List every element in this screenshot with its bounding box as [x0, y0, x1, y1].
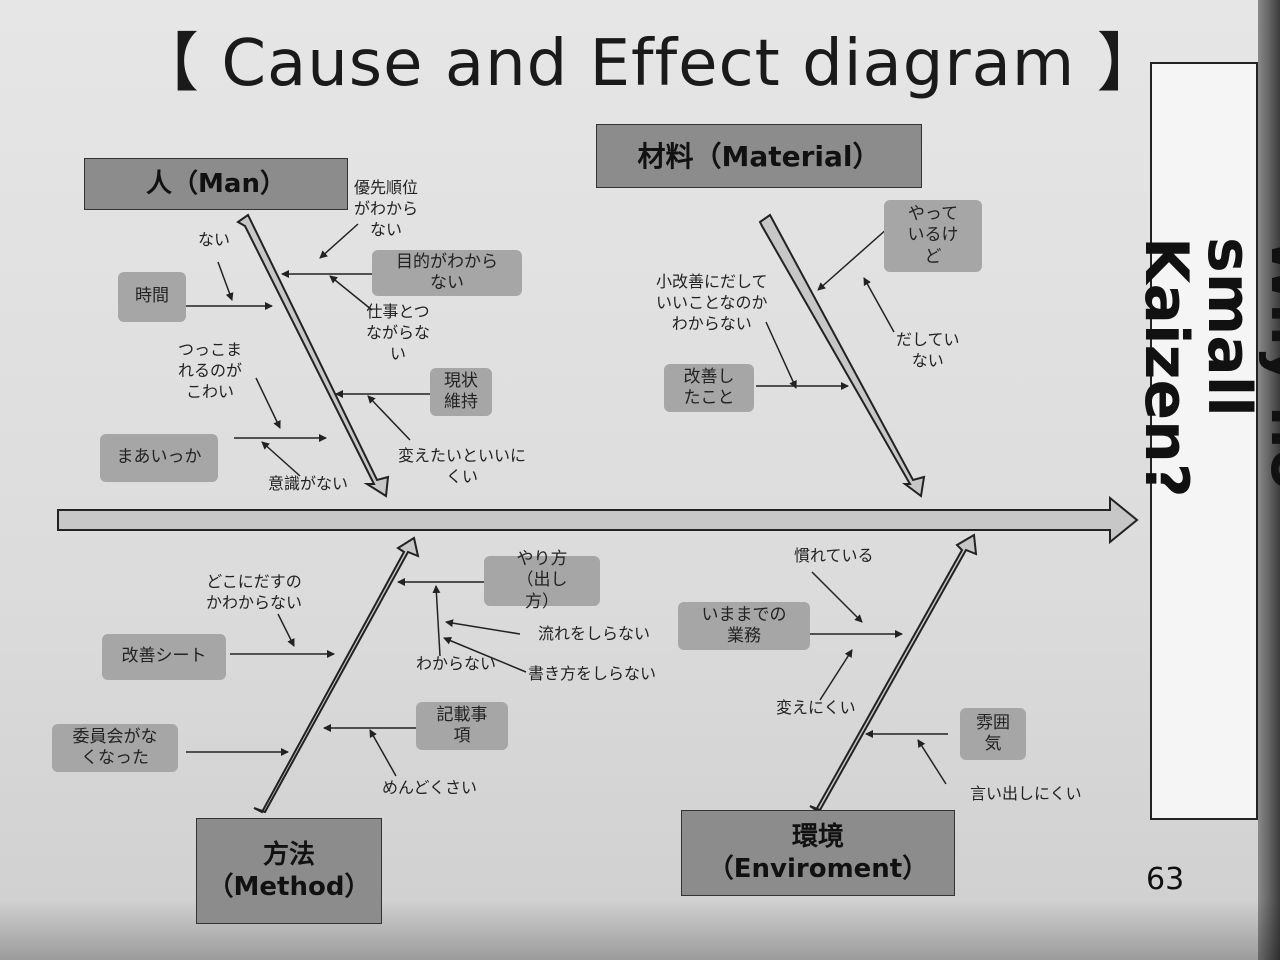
- note-dont-know-how-write: 書き方をしらない: [528, 664, 657, 683]
- cause-kaizen-sheet: 改善シート: [102, 634, 226, 680]
- category-environment: 環境 （Enviroment）: [681, 810, 955, 896]
- note-dont-know-flow: 流れをしらない: [538, 624, 651, 643]
- note-hard-to-speak: 言い出しにくい: [970, 784, 1082, 803]
- note-unknown-where: どこにだすの かわからない: [206, 572, 303, 612]
- bone-man: [236, 213, 390, 498]
- sub-arrows: [186, 223, 948, 785]
- diagram-title: 【 Cause and Effect diagram 】: [135, 27, 1162, 101]
- effect-text: Why no small Kaizen?: [1131, 237, 1280, 498]
- cause-current-work: いままでの 業務: [678, 602, 810, 650]
- page-number: 63: [1146, 862, 1185, 897]
- note-afraid-criticized: つっこま れるのが こわい: [178, 340, 243, 401]
- cause-status-quo: 現状 維持: [430, 368, 492, 416]
- cause-doing-but: やって いるけ ど: [884, 200, 982, 272]
- cause-improved-things: 改善し たこと: [664, 364, 754, 412]
- bone-environment: [809, 533, 978, 812]
- cause-how-to-submit: やり方 （出し 方）: [484, 549, 600, 612]
- cause-no-committee: 委員会がな くなった: [52, 724, 178, 772]
- category-method: 方法 （Method）: [196, 818, 382, 924]
- note-no-awareness: 意識がない: [268, 474, 349, 493]
- effect-box: [1150, 62, 1258, 820]
- bone-material: [758, 213, 926, 498]
- cause-atmosphere: 雰囲 気: [960, 708, 1026, 760]
- note-hard-to-change: 変えにくい: [776, 698, 856, 717]
- category-man: 人（Man）: [84, 158, 348, 210]
- note-nai: ない: [198, 230, 231, 249]
- note-hard-to-say-change: 変えたいといいに くい: [398, 446, 527, 486]
- category-bones: [236, 213, 978, 814]
- bone-method: [253, 536, 420, 814]
- category-material: 材料（Material）: [596, 124, 922, 188]
- note-work-not-connected: 仕事とつ ながらな い: [366, 302, 431, 363]
- cause-entry-items: 記載事 項: [416, 702, 508, 750]
- main-spine-arrow: [57, 495, 1139, 545]
- cause-time: 時間: [118, 272, 186, 322]
- cause-maaiikka: まあいっか: [100, 434, 218, 482]
- note-not-submitted: だしてい ない: [896, 330, 960, 370]
- note-used-to: 慣れている: [794, 546, 874, 565]
- note-dont-know: わからない: [416, 654, 497, 673]
- cause-purpose-unknown: 目的がわから ない: [372, 250, 522, 296]
- note-priority-unknown: 優先順位 がわから ない: [354, 178, 419, 239]
- page-edge-shadow: [1258, 0, 1280, 960]
- note-unsure-ok: 小改善にだして いいことなのか わからない: [656, 272, 768, 333]
- note-troublesome: めんどくさい: [382, 778, 478, 797]
